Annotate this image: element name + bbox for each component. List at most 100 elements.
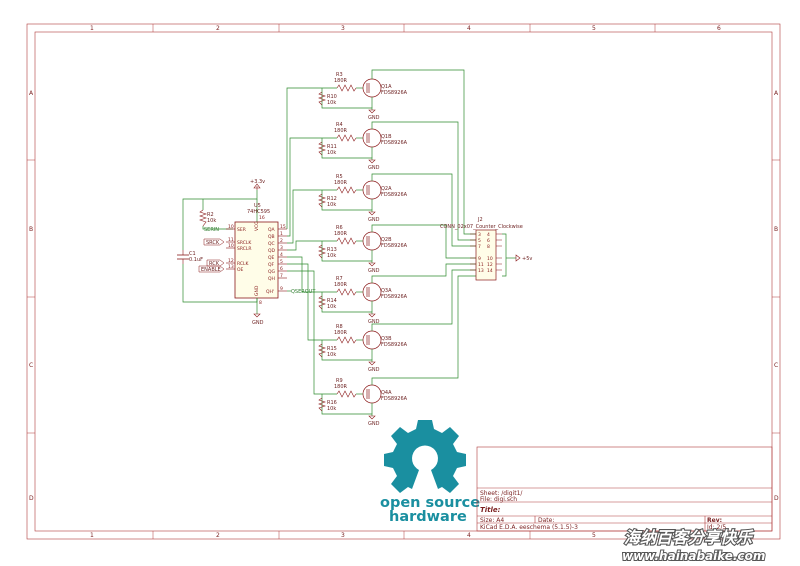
stage-gate-resistor-ref: R4 [336,122,343,128]
vcc-33v-label: +3.3v [250,179,265,185]
u5-pin-name: OE [237,267,244,273]
r2-value: 10k [207,218,216,224]
col-label: 2 [216,25,220,32]
col-label: 5 [592,532,596,539]
watermark-url: www.hainabaike.com [622,549,765,563]
stage-gate-resistor-value: 180R [334,231,348,237]
tb-size: Size: A4 [480,517,504,524]
u5-gnd-name: GND [254,285,260,296]
vcc-33v-symbol: +3.3v [250,179,265,190]
stage-pulldown-ref: R14 [327,298,337,304]
u5-value: 74HC595 [247,209,270,215]
driver-stage-1: R3 180R R10 10k Q1A FDS8926A GND [318,72,408,121]
u5-pin-name: QD [268,248,276,254]
u5-pin-num: 9 [280,286,283,292]
stage-gate-resistor-value: 180R [334,384,348,390]
u5-ref: U5 [254,203,261,209]
row-label: D [774,495,779,502]
j2-pin-left: 9 [478,256,481,262]
col-label: 5 [592,25,596,32]
stage-mosfet-ref: Q2B [381,237,392,243]
driver-stage-6: R8 180R R15 10k Q3B FDS8926A GND [318,324,408,373]
output-wires [286,87,318,395]
stage-mosfet-ref: Q1A [381,84,392,90]
u5-pin-name: SER [237,227,246,233]
oshw-gear-icon [384,420,466,493]
c1-ref: C1 [189,251,196,257]
stage-pulldown-ref: R10 [327,94,337,100]
u5-pin-name: SRCLR [237,246,252,252]
u5-pin-num: 2 [280,238,283,244]
stage-gate-resistor-ref: R3 [336,72,343,78]
stage-pulldown-ref: R16 [327,400,337,406]
c1-value: 0.1uF [189,257,203,263]
oshw-logo: open source hardware [380,420,480,525]
stage-pulldown-value: 10k [327,304,336,310]
u5-pin-name: QA [268,227,276,233]
u5-pin-num: 3 [280,245,283,251]
u5-pin-num: 10 [228,224,234,230]
stage-gate-resistor-value: 180R [334,78,348,84]
stage-gate-resistor-value: 180R [334,128,348,134]
j2-ref: J2 [477,217,483,223]
col-label: 6 [717,25,721,32]
frame-col-labels-bottom: 1 2 3 4 5 [90,532,596,539]
j2-value: CONN_02x07_Counter_Clockwise [440,224,523,230]
j2-pin-left: 3 [478,232,481,238]
stage-pulldown-value: 10k [327,406,336,412]
capacitor-c1: C1 0.1uF [177,250,203,264]
stage-mosfet-value: FDS8926A [381,342,408,348]
net-label-srck: SRCK [203,238,225,246]
resistor-r2: R2 10k [199,209,216,227]
j2-pin-right: 14 [487,268,493,274]
u5-pin-name: QE [268,255,275,261]
v5-label: +5v [522,256,532,262]
driver-stage-5: R7 180R R14 10k Q3A FDS8926A GND [318,276,408,325]
srck-label: SRCK [206,240,220,246]
net-label-rck: RCK [206,259,225,267]
enable-label: ENABLE [201,267,221,273]
col-label: 4 [467,25,471,32]
u5-left-pins [226,228,235,270]
col-label: 3 [341,25,345,32]
row-label: A [774,90,779,97]
row-label: C [29,362,33,369]
j2-pin-right: 6 [487,238,490,244]
col-label: 2 [216,532,220,539]
row-label: B [29,226,33,233]
net-label-serin: SERIN [204,227,219,233]
tb-title: Title: [480,506,501,514]
stage-mosfet-value: FDS8926A [381,140,408,146]
j2-pin-right: 8 [487,244,490,250]
driver-stage-7: R9 180R R16 10k Q4A FDS8926A GND [318,378,408,427]
row-label: A [29,90,34,97]
stage-mosfet-value: FDS8926A [381,90,408,96]
stage-mosfet-ref: Q4A [381,390,392,396]
driver-stage-4: R6 180R R13 10k Q2B FDS8926A GND [318,225,408,274]
frame-ticks [27,24,780,539]
u5-pin-name: RCLK [237,261,250,267]
row-label: D [29,495,34,502]
stage-mosfet-ref: Q3A [381,288,392,294]
stage-pulldown-value: 10k [327,202,336,208]
stage-mosfet-ref: Q2A [381,186,392,192]
col-label: 4 [467,532,471,539]
rck-label: RCK [209,261,220,267]
tb-id: Id: 2/5 [707,524,726,531]
u5-pin-num: 4 [280,252,283,258]
watermark-cn: 海纳百客分享快乐 [624,528,754,547]
u5-pin-name: SRCLK [237,240,252,246]
stage-mosfet-ref: Q3B [381,336,392,342]
u5-gnd-label: GND [252,320,264,326]
stage-pulldown-value: 10k [327,100,336,106]
stage-pulldown-ref: R11 [327,144,337,150]
drain-wires [371,69,476,380]
stage-mosfet-value: FDS8926A [381,294,408,300]
u5-pin-num: 12 [228,258,234,264]
serin-label: SERIN [204,227,219,233]
u5-pin-num: 15 [280,224,286,230]
stage-gnd-label: GND [368,367,380,373]
u5-gnd-symbol: GND [252,298,264,326]
u5-pin-name: QH [268,276,275,282]
